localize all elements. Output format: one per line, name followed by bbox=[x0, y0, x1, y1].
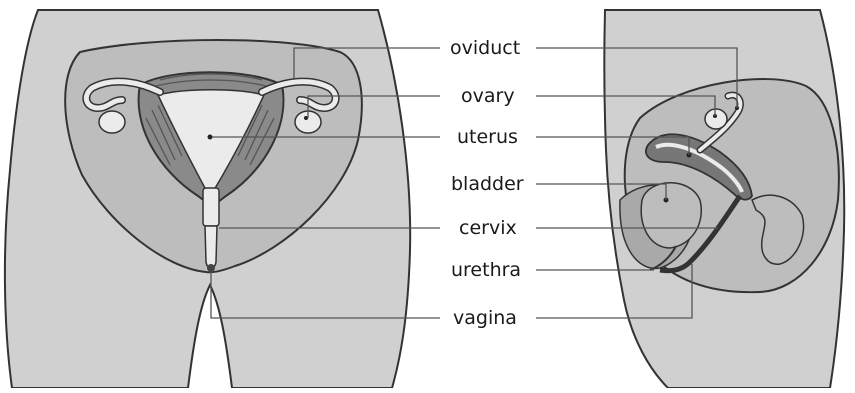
front-vagina bbox=[205, 226, 217, 268]
label-vagina: vagina bbox=[453, 307, 517, 329]
front-ovary-left bbox=[99, 111, 125, 133]
side-view bbox=[604, 10, 844, 388]
label-urethra: urethra bbox=[451, 259, 521, 281]
label-bladder: bladder bbox=[451, 173, 524, 195]
labels: oviduct ovary uterus bladder cervix uret… bbox=[450, 37, 524, 329]
label-uterus: uterus bbox=[457, 126, 518, 148]
front-vaginal-opening bbox=[207, 264, 215, 272]
label-cervix: cervix bbox=[459, 217, 517, 239]
label-oviduct: oviduct bbox=[450, 37, 520, 59]
label-ovary: ovary bbox=[461, 85, 515, 107]
front-uterus-dot bbox=[208, 135, 213, 140]
side-ovary bbox=[705, 109, 727, 129]
front-cervix bbox=[203, 188, 219, 226]
front-view bbox=[5, 10, 410, 388]
